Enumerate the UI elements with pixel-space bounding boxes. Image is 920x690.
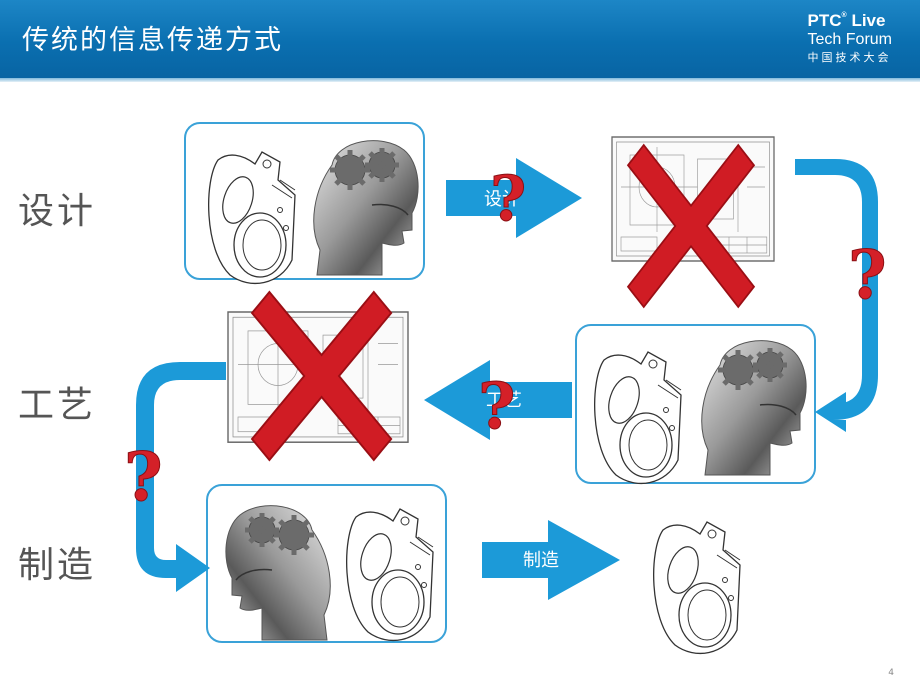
design-arrow [446, 158, 582, 238]
brand-cn: 中国技术大会 [807, 51, 892, 64]
row-label-manufacture: 制造 [18, 545, 97, 586]
design-arrow-label: 设计 [484, 189, 520, 210]
question-mark-icon: ? [490, 162, 526, 235]
mechanical-part-icon [208, 151, 296, 285]
row-label-design: 设计 [18, 191, 97, 232]
mechanical-part-icon [594, 351, 682, 485]
question-mark-icon: ? [478, 369, 516, 444]
question-mark-icon: ? [124, 438, 163, 516]
brand-reg: ® [841, 12, 847, 19]
head-gears-icon [314, 141, 418, 275]
head-gears-icon [226, 506, 330, 640]
mechanical-part-icon [346, 508, 434, 642]
process-arrow [424, 360, 572, 440]
page-number: 4 [888, 668, 894, 678]
manufacture-arrow-label: 制造 [523, 550, 559, 571]
manufacture-arrow [482, 520, 620, 600]
right-connector-arrow [795, 159, 878, 432]
header-bar [0, 0, 920, 78]
brand-ptc: PTC [807, 11, 842, 30]
brand-forum: Tech Forum [807, 31, 892, 48]
head-gears-icon [702, 341, 806, 475]
header-divider [0, 78, 920, 82]
brand-logo: PTC® Live Tech Forum 中国技术大会 [808, 12, 892, 63]
brand-live: Live [851, 11, 886, 30]
row-label-process: 工艺 [18, 385, 97, 426]
page-title: 传统的信息传递方式 [22, 25, 283, 56]
process-arrow-label: 工艺 [486, 390, 522, 411]
left-connector-arrow [136, 362, 226, 592]
manufactured-part-icon [653, 521, 741, 655]
question-mark-icon: ? [848, 236, 887, 314]
